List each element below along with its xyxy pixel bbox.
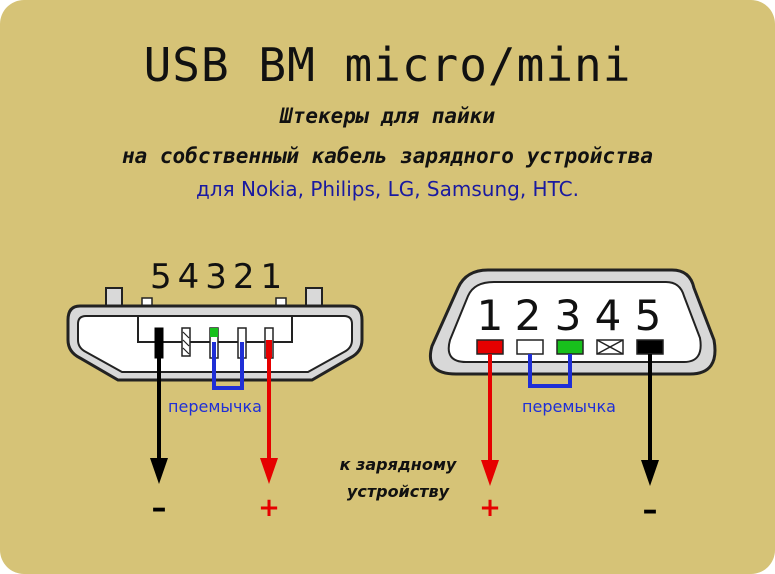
mini-pin-number-1: 1 xyxy=(477,291,504,340)
mini-pin-number-2: 2 xyxy=(515,291,542,340)
micro-pin-numbers: 54321 xyxy=(150,257,288,297)
subtitle-line-2: на собственный кабель зарядного устройст… xyxy=(121,144,653,168)
micro-jumper-label: перемычка xyxy=(168,397,262,416)
subtitle-line-1: Штекеры для пайки xyxy=(280,104,495,128)
mini-plus-label: + xyxy=(479,493,501,523)
micro-pin-5-ground xyxy=(154,327,164,359)
micro-pin-3-green-mark xyxy=(210,328,218,337)
subtitle-line-3: для Nokia, Philips, LG, Samsung, HTC. xyxy=(196,177,579,201)
mini-pin-2-dminus xyxy=(516,339,544,355)
micro-tab-right xyxy=(305,287,323,307)
micro-minus-label: – xyxy=(152,491,167,526)
micro-pin-4-id xyxy=(181,327,191,357)
micro-plus-label: + xyxy=(258,493,280,523)
mini-pin-4-cross xyxy=(596,339,624,355)
micro-pin-4-hatch xyxy=(182,331,190,355)
micro-positive-arrowhead xyxy=(260,458,278,484)
mini-pin-3-dplus xyxy=(556,339,584,355)
micro-jumper-wire xyxy=(212,342,244,390)
mini-pin-5-ground xyxy=(636,339,664,355)
micro-usb-connector: 54321 перемычка – + xyxy=(66,257,364,526)
mini-positive-arrowhead xyxy=(481,460,499,486)
page-title: USB BM micro/mini xyxy=(143,38,632,92)
charger-label-line-2: устройству xyxy=(347,482,450,501)
mini-jumper-label: перемычка xyxy=(522,397,616,416)
mini-pin-1-vbus xyxy=(476,339,504,355)
mini-ground-arrowhead xyxy=(641,460,659,486)
mini-usb-connector: 1 2 3 4 5 перемычка + – xyxy=(429,268,717,528)
mini-pin-number-4: 4 xyxy=(595,291,622,340)
micro-ground-arrowhead xyxy=(150,458,168,484)
mini-minus-label: – xyxy=(643,493,658,528)
micro-pin-1-red-mark xyxy=(266,340,272,358)
micro-tab-left xyxy=(105,287,123,307)
mini-pin-number-3: 3 xyxy=(555,291,582,340)
mini-jumper-wire xyxy=(528,354,572,388)
charger-label-line-1: к зарядному xyxy=(340,455,457,474)
mini-pin-number-5: 5 xyxy=(635,291,662,340)
